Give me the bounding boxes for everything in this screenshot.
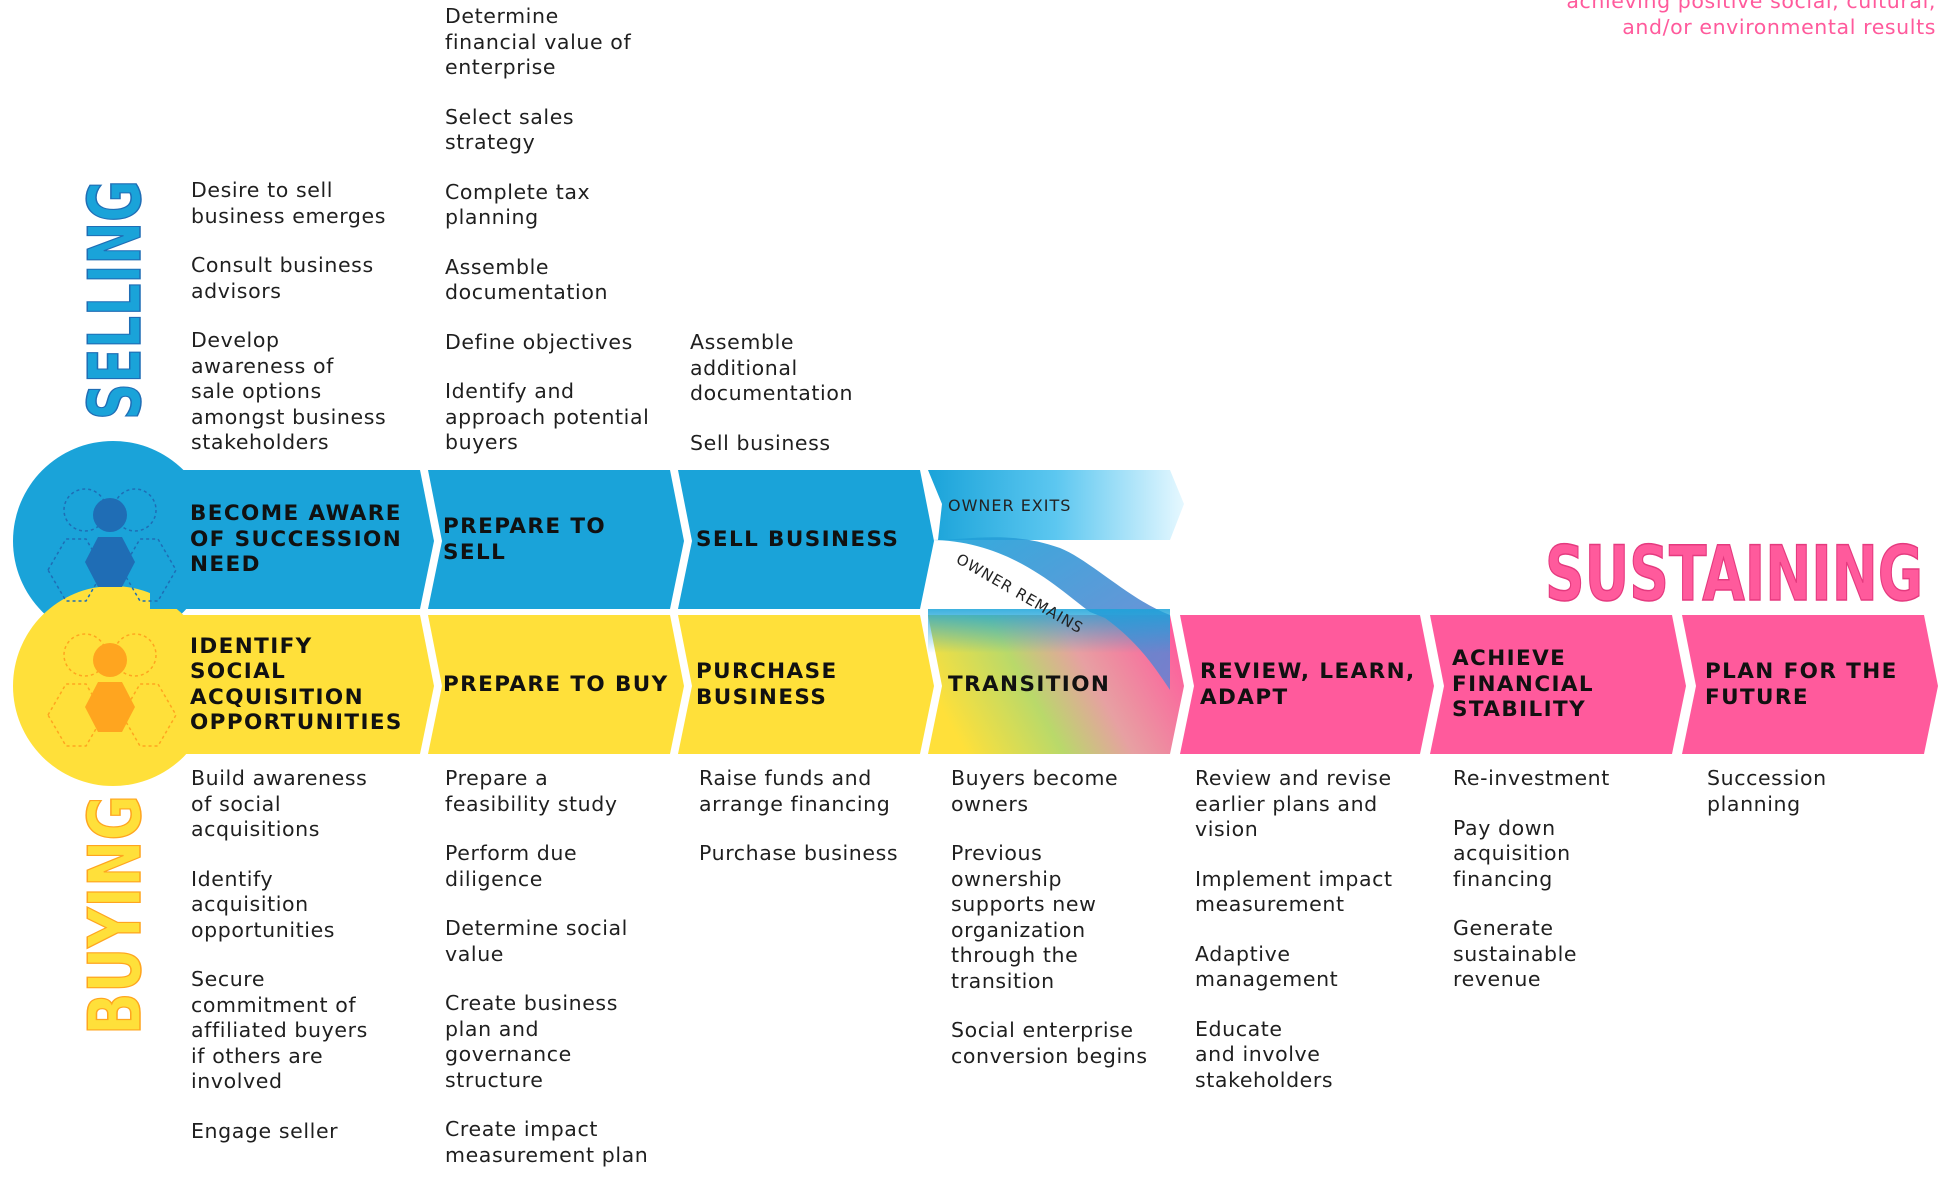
stage-arrow-purchase: [678, 615, 934, 754]
stage-arrow-identify: [150, 615, 434, 754]
list-item: Assemble documentation: [445, 254, 609, 305]
list-item: Secure commitment of affiliated buyers i…: [191, 967, 368, 1093]
buying-list-prepare-to-buy: Prepare a feasibility study Perform due …: [445, 766, 685, 1192]
buyer-person-icon: [47, 633, 177, 747]
stage-label-purchase: PURCHASE BUSINESS: [696, 659, 838, 710]
stage-arrow-become-aware: [150, 470, 434, 609]
list-item: Generate sustainable revenue: [1453, 916, 1578, 991]
succession-diagram: SELLING BUYING SUSTAINING OWNER EXITS OW…: [13, 0, 1947, 1168]
list-item: Succession planning: [1707, 766, 1827, 816]
list-item: Sell business: [690, 430, 831, 455]
stage-label-prepare-to-sell: PREPARE TO SELL: [443, 514, 607, 565]
stage-arrow-sell-business: [678, 470, 934, 609]
list-item: Consult business advisors: [191, 253, 374, 303]
list-item: Desire to sell business emerges: [191, 178, 387, 228]
transition-blend: [928, 609, 1170, 689]
list-item: Purchase business: [699, 841, 899, 865]
owner-exits-tag: OWNER EXITS: [948, 496, 1071, 515]
list-item: Engage seller: [191, 1118, 339, 1143]
list-item: Educate and involve stakeholders: [1195, 1016, 1334, 1092]
list-item: Re-investment: [1453, 766, 1610, 790]
list-item: Perform due diligence: [445, 841, 578, 891]
list-item: Assemble additional documentation: [690, 330, 854, 405]
list-item: Implement impact measurement: [1195, 866, 1393, 917]
sustaining-list-future: Succession planning: [1707, 766, 1947, 841]
list-item: Determine social value: [445, 916, 628, 966]
stage-arrow-prepare-to-buy: [428, 615, 684, 754]
list-item: Complete tax planning: [445, 179, 591, 230]
list-item: Create impact measurement plan: [445, 1117, 649, 1167]
stage-label-sell-business: SELL BUSINESS: [696, 526, 900, 552]
list-item: Determine financial value of enterprise: [445, 4, 632, 79]
selling-heading: SELLING: [73, 180, 157, 420]
list-item: Create business plan and governance stru…: [445, 991, 618, 1092]
stage-label-future: PLAN FOR THE FUTURE: [1705, 659, 1898, 710]
stage-arrow-review: [1180, 615, 1434, 754]
list-item: Pay down acquisition financing: [1453, 815, 1571, 891]
stage-label-become-aware: BECOME AWARE OF SUCCESSION NEED: [190, 501, 403, 578]
selling-list-sell-business: Assemble additional documentation Sell b…: [690, 330, 930, 480]
list-item: Adaptive management: [1195, 941, 1339, 992]
sustaining-list-financial: Re-investment Pay down acquisition finan…: [1453, 766, 1693, 1017]
buying-list-transition: Buyers become owners Previous ownership …: [951, 766, 1191, 1093]
buying-heading: BUYING: [73, 795, 157, 1035]
buying-list-purchase: Raise funds and arrange financing Purcha…: [699, 766, 939, 891]
selling-list-prepare-to-sell: Determine financial value of enterprise …: [445, 4, 685, 480]
selling-list-become-aware: Desire to sell business emerges Consult …: [191, 178, 431, 480]
stage-arrow-financial: [1430, 615, 1686, 754]
stage-label-review: REVIEW, LEARN, ADAPT: [1200, 659, 1416, 710]
list-item: Define objectives: [445, 329, 633, 354]
list-item: Select sales strategy: [445, 104, 575, 155]
sustaining-list-review: Review and revise earlier plans and visi…: [1195, 766, 1435, 1117]
list-item: Prepare a feasibility study: [445, 766, 618, 816]
owner-exits-arrow: [928, 470, 1184, 540]
list-item: Previous ownership supports new organiza…: [951, 841, 1097, 993]
sustaining-heading: SUSTAINING: [1545, 529, 1923, 618]
stage-label-transition: TRANSITION: [948, 671, 1111, 697]
stage-label-identify: IDENTIFY SOCIAL ACQUISITION OPPORTUNITIE…: [190, 633, 403, 736]
list-item: Build awareness of social acquisitions: [191, 766, 368, 841]
list-item: Social enterprise conversion begins: [951, 1018, 1148, 1068]
list-item: Develop awareness of sale options amongs…: [191, 328, 387, 454]
list-item: Identify acquisition opportunities: [191, 866, 336, 942]
diagram-graphics: SELLING BUYING SUSTAINING OWNER EXITS OW…: [13, 179, 1938, 1036]
list-item: Buyers become owners: [951, 766, 1119, 816]
seller-person-icon: [47, 488, 177, 602]
stage-label-prepare-to-buy: PREPARE TO BUY: [443, 671, 669, 697]
list-item: Identify and approach potential buyers: [445, 379, 650, 454]
buying-list-identify: Build awareness of social acquisitions I…: [191, 766, 431, 1168]
stage-arrow-future: [1682, 615, 1938, 754]
list-item: Raise funds and arrange financing: [699, 766, 891, 816]
stage-label-financial: ACHIEVE FINANCIAL STABILITY: [1452, 646, 1595, 723]
sustaining-note: achieving positive social, cultural, and…: [1566, 0, 1936, 39]
list-item: Review and revise earlier plans and visi…: [1195, 766, 1392, 841]
stage-arrow-prepare-to-sell: [428, 470, 684, 609]
